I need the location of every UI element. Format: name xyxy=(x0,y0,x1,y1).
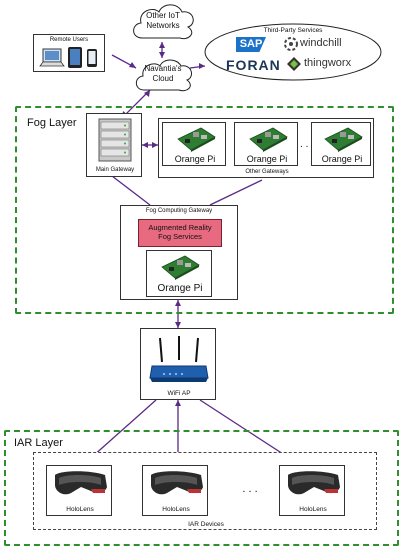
arrowhead xyxy=(142,142,148,148)
iar-layer-title: IAR Layer xyxy=(14,437,63,449)
fog-computing-gateway-label: Fog Computing Gateway xyxy=(145,208,213,214)
orange-pi-card: Orange Pi xyxy=(311,122,371,166)
navantia-cloud xyxy=(135,59,193,92)
thingworx-logo-text: thingworx xyxy=(304,57,352,69)
wifi-router-icon xyxy=(149,336,209,382)
hololens-label: HoloLens xyxy=(66,506,94,513)
foran-logo-text: FORAN xyxy=(226,57,281,73)
hololens-label: HoloLens xyxy=(162,506,190,513)
main-gateway-label: Main Gateway xyxy=(95,167,135,173)
server-rack-icon xyxy=(98,118,132,162)
gateways-ellipsis: . . . xyxy=(300,139,314,150)
laptop-icon xyxy=(39,48,65,67)
fog-computing-gateway-box: Fog Computing Gateway Augmented Reality … xyxy=(120,205,238,300)
link-other-fcg xyxy=(209,179,263,206)
hololens-ellipsis: . . . xyxy=(242,483,258,495)
remote-users-title: Remote Users xyxy=(49,37,89,43)
arrowhead xyxy=(175,300,181,306)
third-party-title: Third-Party Services xyxy=(263,27,323,34)
arrowhead xyxy=(159,42,165,48)
orange-pi-label: Orange Pi xyxy=(321,154,363,164)
iot-networks-label: Other IoT Networks xyxy=(146,11,180,30)
sap-logo: SAP xyxy=(236,37,266,52)
orange-pi-board-icon xyxy=(324,127,363,152)
hololens-headset-icon xyxy=(288,471,340,495)
other-gateways-label: Other Gateways xyxy=(245,169,289,175)
hololens-label: HoloLens xyxy=(299,506,327,513)
arrowhead xyxy=(199,63,205,69)
windchill-icon xyxy=(284,37,298,51)
orange-pi-label: Orange Pi xyxy=(157,283,203,294)
orange-pi-label: Orange Pi xyxy=(174,154,216,164)
ar-fog-services-box: Augmented Reality Fog Services xyxy=(138,219,222,247)
remote-users-box: Remote Users xyxy=(33,34,105,72)
orange-pi-board-icon xyxy=(249,127,288,152)
hololens-headset-icon xyxy=(151,471,203,495)
arrowhead xyxy=(144,90,150,97)
arrowhead xyxy=(129,62,136,68)
other-gateways-box: Orange Pi Orange Pi . . . Orange Pi xyxy=(158,118,374,178)
hololens-card: HoloLens xyxy=(142,465,208,516)
arrowhead xyxy=(152,142,158,148)
wifi-ap-label: WiFi AP xyxy=(167,390,191,397)
windchill-logo-text: windchill xyxy=(300,37,342,49)
arrowhead xyxy=(175,400,181,406)
iar-devices-box: HoloLens HoloLens . . . HoloLens IAR Dev… xyxy=(33,452,377,530)
phone-icon xyxy=(87,49,97,67)
arrowhead xyxy=(175,322,181,328)
navantia-cloud-label: Navantia's Cloud xyxy=(144,64,182,83)
orange-pi-card: Orange Pi xyxy=(146,250,212,297)
hololens-card: HoloLens xyxy=(46,465,112,516)
orange-pi-board-icon xyxy=(177,127,216,152)
orange-pi-label: Orange Pi xyxy=(246,154,288,164)
iar-layer-box xyxy=(4,430,399,546)
hololens-headset-icon xyxy=(55,471,107,495)
wifi-ap-box: WiFi AP xyxy=(140,328,216,400)
iar-devices-label: IAR Devices xyxy=(188,521,224,528)
arrowhead xyxy=(159,52,165,58)
main-gateway-box: Main Gateway xyxy=(86,113,142,177)
iot-networks-cloud xyxy=(133,4,194,40)
sap-logo-text: SAP xyxy=(239,38,263,50)
link-main-fcg xyxy=(111,175,151,206)
orange-pi-card: Orange Pi xyxy=(162,122,226,166)
orange-pi-card: Orange Pi xyxy=(234,122,298,166)
tablet-icon xyxy=(68,47,82,68)
hololens-card: HoloLens xyxy=(279,465,345,516)
fog-layer-box xyxy=(15,106,394,314)
orange-pi-board-icon xyxy=(161,255,200,280)
thingworx-icon xyxy=(287,57,301,71)
fog-layer-title: Fog Layer xyxy=(27,117,77,129)
